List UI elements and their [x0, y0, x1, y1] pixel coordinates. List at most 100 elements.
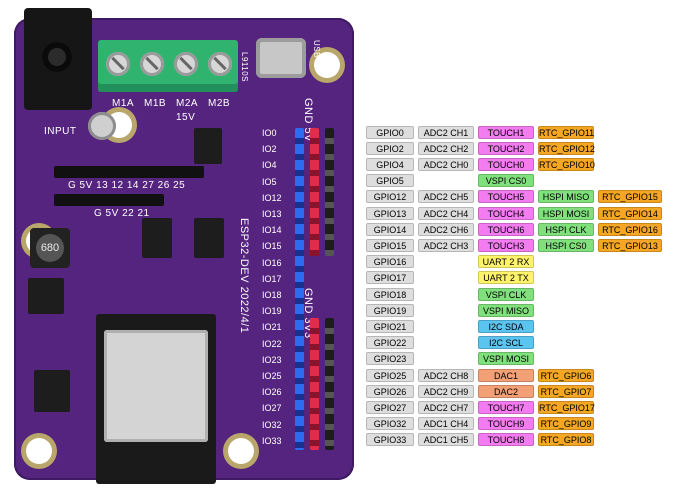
- adc-cell: ADC2 CH7: [418, 400, 474, 414]
- gpio-row: GPIO21-I2C SDA: [366, 319, 538, 333]
- function-cell: TOUCH6: [478, 222, 534, 236]
- regulator-chip: [34, 370, 70, 412]
- adc-cell: ADC2 CH8: [418, 368, 474, 382]
- terminal-label-m1a: M1A: [112, 98, 135, 109]
- gpio-name-cell: GPIO16: [366, 255, 414, 269]
- capacitor: [88, 112, 116, 140]
- terminal-label-m1b: M1B: [144, 98, 167, 109]
- gpio-row: GPIO19-VSPI MISO: [366, 303, 538, 317]
- board-name-label: ESP32-DEV 2022/4/1: [238, 218, 250, 334]
- gpio-name-cell: GPIO25: [366, 368, 414, 382]
- usb-label: USB: [312, 40, 321, 58]
- function-cell: DAC1: [478, 368, 534, 382]
- function-cell: HSPI CS0: [538, 238, 594, 252]
- gpio-name-cell: GPIO14: [366, 222, 414, 236]
- gpio-name-cell: GPIO26: [366, 384, 414, 398]
- function-cell: TOUCH9: [478, 417, 534, 431]
- function-cell: HSPI MOSI: [538, 206, 594, 220]
- gpio-name-cell: GPIO17: [366, 271, 414, 285]
- gpio-name-cell: GPIO21: [366, 319, 414, 333]
- adc-cell: ADC1 CH4: [418, 417, 474, 431]
- gpio-name-cell: GPIO5: [366, 174, 414, 188]
- gpio-name-cell: GPIO19: [366, 303, 414, 317]
- function-cell: TOUCH5: [478, 190, 534, 204]
- adc-cell: ADC2 CH1: [418, 125, 474, 139]
- function-cell: VSPI MOSI: [478, 352, 534, 366]
- ic-chip: [194, 218, 224, 258]
- function-cell: RTC_GPIO9: [538, 417, 594, 431]
- mount-hole-top-right: [314, 52, 340, 78]
- io-label: IO23: [262, 354, 282, 365]
- io-label: IO0: [262, 128, 277, 138]
- power-3v3-pin-column: [310, 318, 319, 450]
- gpio-name-cell: GPIO12: [366, 190, 414, 204]
- gpio-name-cell: GPIO13: [366, 206, 414, 220]
- function-cell: UART 2 RX: [478, 255, 534, 269]
- function-cell: UART 2 TX: [478, 271, 534, 285]
- gpio-row: GPIO14 ADC2 CH6 TOUCH6 HSPI CLK RTC_GPIO16: [366, 222, 666, 236]
- io-label: IO27: [262, 403, 282, 414]
- screw-icon: [140, 52, 164, 76]
- function-cell: TOUCH1: [478, 125, 534, 139]
- signal-pin-column: [295, 128, 304, 450]
- gpio-row: GPIO23-VSPI MOSI: [366, 352, 538, 366]
- gpio-name-cell: GPIO0: [366, 125, 414, 139]
- io-label: IO16: [262, 257, 282, 268]
- function-cell: TOUCH7: [478, 400, 534, 414]
- function-cell: VSPI MISO: [478, 303, 534, 317]
- function-cell: RTC_GPIO12: [538, 141, 595, 155]
- io-label: IO21: [262, 322, 282, 333]
- function-cell: RTC_GPIO13: [598, 238, 662, 252]
- function-cell: RTC_GPIO7: [538, 384, 594, 398]
- terminal-label-m2b: M2B: [208, 98, 231, 109]
- io-label: IO14: [262, 225, 282, 236]
- function-cell: TOUCH4: [478, 206, 534, 220]
- gpio-name-cell: GPIO23: [366, 352, 414, 366]
- adc-cell: ADC2 CH9: [418, 384, 474, 398]
- esp32-shield: [104, 330, 208, 442]
- gpio-row: GPIO17-UART 2 TX: [366, 271, 538, 285]
- motor-terminal-block: [98, 40, 238, 92]
- adc-cell: ADC2 CH5: [418, 190, 474, 204]
- function-cell: DAC2: [478, 384, 534, 398]
- io-label: IO22: [262, 338, 282, 349]
- vin-label: 15V: [176, 112, 196, 123]
- io-label: IO15: [262, 241, 282, 252]
- gpio-row: GPIO26 ADC2 CH9 DAC2 RTC_GPIO7: [366, 384, 598, 398]
- io-label: IO33: [262, 435, 282, 446]
- power-5v-pin-column: [310, 128, 319, 256]
- function-cell: TOUCH3: [478, 238, 534, 252]
- io-label: IO2: [262, 144, 277, 155]
- function-cell: RTC_GPIO16: [598, 222, 662, 236]
- function-cell: HSPI MISO: [538, 190, 594, 204]
- adc-cell: ADC1 CH5: [418, 433, 474, 447]
- adc-cell: ADC2 CH6: [418, 222, 474, 236]
- function-cell: TOUCH0: [478, 157, 534, 171]
- io-label: IO4: [262, 160, 277, 171]
- io-label: IO13: [262, 209, 282, 219]
- esp32-module: [96, 314, 216, 484]
- function-cell: HSPI CLK: [538, 222, 594, 236]
- usb-c-connector: [256, 38, 306, 78]
- gnd-pin-column: [325, 318, 334, 450]
- function-cell: VSPI CS0: [478, 174, 534, 188]
- io-label: IO18: [262, 290, 282, 300]
- gpio-name-cell: GPIO4: [366, 157, 414, 171]
- gpio-name-cell: GPIO32: [366, 417, 414, 431]
- gpio-name-cell: GPIO33: [366, 433, 414, 447]
- io-label: IO17: [262, 273, 282, 284]
- function-cell: TOUCH8: [478, 433, 534, 447]
- function-cell: I2C SCL: [478, 336, 534, 350]
- gnd-pin-column: [325, 128, 334, 256]
- terminal-label-m2a: M2A: [176, 98, 199, 109]
- gpio-row: GPIO22-I2C SCL: [366, 336, 538, 350]
- io-label: IO19: [262, 306, 282, 317]
- gpio-name-cell: GPIO18: [366, 287, 414, 301]
- ic-chip: [28, 278, 64, 314]
- function-cell: VSPI CLK: [478, 287, 534, 301]
- adc-cell: ADC2 CH3: [418, 238, 474, 252]
- ic-chip: [194, 128, 222, 164]
